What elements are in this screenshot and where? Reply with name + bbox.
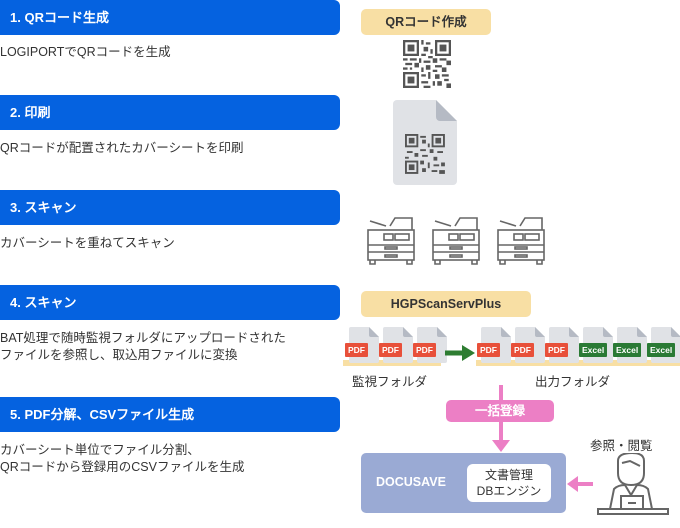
cover-sheet-document-icon <box>393 100 457 185</box>
excel-badge: Excel <box>613 343 642 357</box>
qr-create-tag: QRコード作成 <box>361 9 491 35</box>
pdf-badge: PDF <box>345 343 368 357</box>
step-3-header: 3. スキャン <box>0 190 340 225</box>
step-1-header: 1. QRコード生成 <box>0 0 340 35</box>
step-3-description: カバーシートを重ねてスキャン <box>0 236 175 250</box>
docusave-label: DOCUSAVE <box>376 475 446 489</box>
qr-code-icon <box>403 40 451 88</box>
hgpscanservplus-tag: HGPScanServPlus <box>361 291 531 317</box>
docusave-box: DOCUSAVE 文書管理 DBエンジン <box>361 453 566 513</box>
output-file-excel: Excel <box>613 327 647 363</box>
step-4-description-line-1: BAT処理で随時監視フォルダにアップロードされた <box>0 331 286 345</box>
step-4-header: 4. スキャン <box>0 285 340 320</box>
user-at-laptop-icon <box>597 453 669 515</box>
excel-badge: Excel <box>579 343 608 357</box>
output-file-pdf: PDF <box>511 327 545 363</box>
pdf-badge: PDF <box>545 343 568 357</box>
view-label: 参照・閲覧 <box>590 439 653 453</box>
multifunction-printer-icon <box>367 217 415 265</box>
excel-badge: Excel <box>647 343 676 357</box>
step-2-header: 2. 印刷 <box>0 95 340 130</box>
output-file-excel: Excel <box>579 327 613 363</box>
db-engine-box: 文書管理 DBエンジン <box>467 464 551 502</box>
pdf-badge: PDF <box>379 343 402 357</box>
step-4-description-line-2: ファイルを参照し、取込用ファイルに変換 <box>0 348 238 362</box>
output-folder-shelf <box>476 360 680 366</box>
step-5-header: 5. PDF分解、CSVファイル生成 <box>0 397 340 432</box>
bulk-register-tag: 一括登録 <box>446 400 554 422</box>
step-1-description: LOGIPORTでQRコードを生成 <box>0 45 171 59</box>
output-folder-label: 出力フォルダ <box>535 375 611 389</box>
qr-code-icon <box>405 134 445 174</box>
watch-folder-label: 監視フォルダ <box>352 375 428 389</box>
output-file-pdf: PDF <box>545 327 579 363</box>
arrow-left-icon <box>567 476 593 492</box>
flow-line <box>499 385 503 401</box>
output-file-pdf: PDF <box>477 327 511 363</box>
watch-file-pdf: PDF <box>413 327 447 363</box>
db-engine-label-line-2: DBエンジン <box>476 484 542 498</box>
watch-folder-shelf <box>343 360 441 366</box>
multifunction-printer-icon <box>432 217 480 265</box>
pdf-badge: PDF <box>477 343 500 357</box>
arrow-right-icon <box>445 345 475 361</box>
multifunction-printer-icon <box>497 217 545 265</box>
db-engine-label-line-1: 文書管理 <box>484 468 533 482</box>
step-5-description-line-2: QRコードから登録用のCSVファイルを生成 <box>0 460 245 474</box>
arrow-down-icon <box>492 422 510 452</box>
output-file-excel: Excel <box>647 327 680 363</box>
pdf-badge: PDF <box>413 343 436 357</box>
step-2-description: QRコードが配置されたカバーシートを印刷 <box>0 141 244 155</box>
step-5-description-line-1: カバーシート単位でファイル分割、 <box>0 443 200 457</box>
pdf-badge: PDF <box>511 343 534 357</box>
watch-file-pdf: PDF <box>379 327 413 363</box>
watch-file-pdf: PDF <box>345 327 379 363</box>
